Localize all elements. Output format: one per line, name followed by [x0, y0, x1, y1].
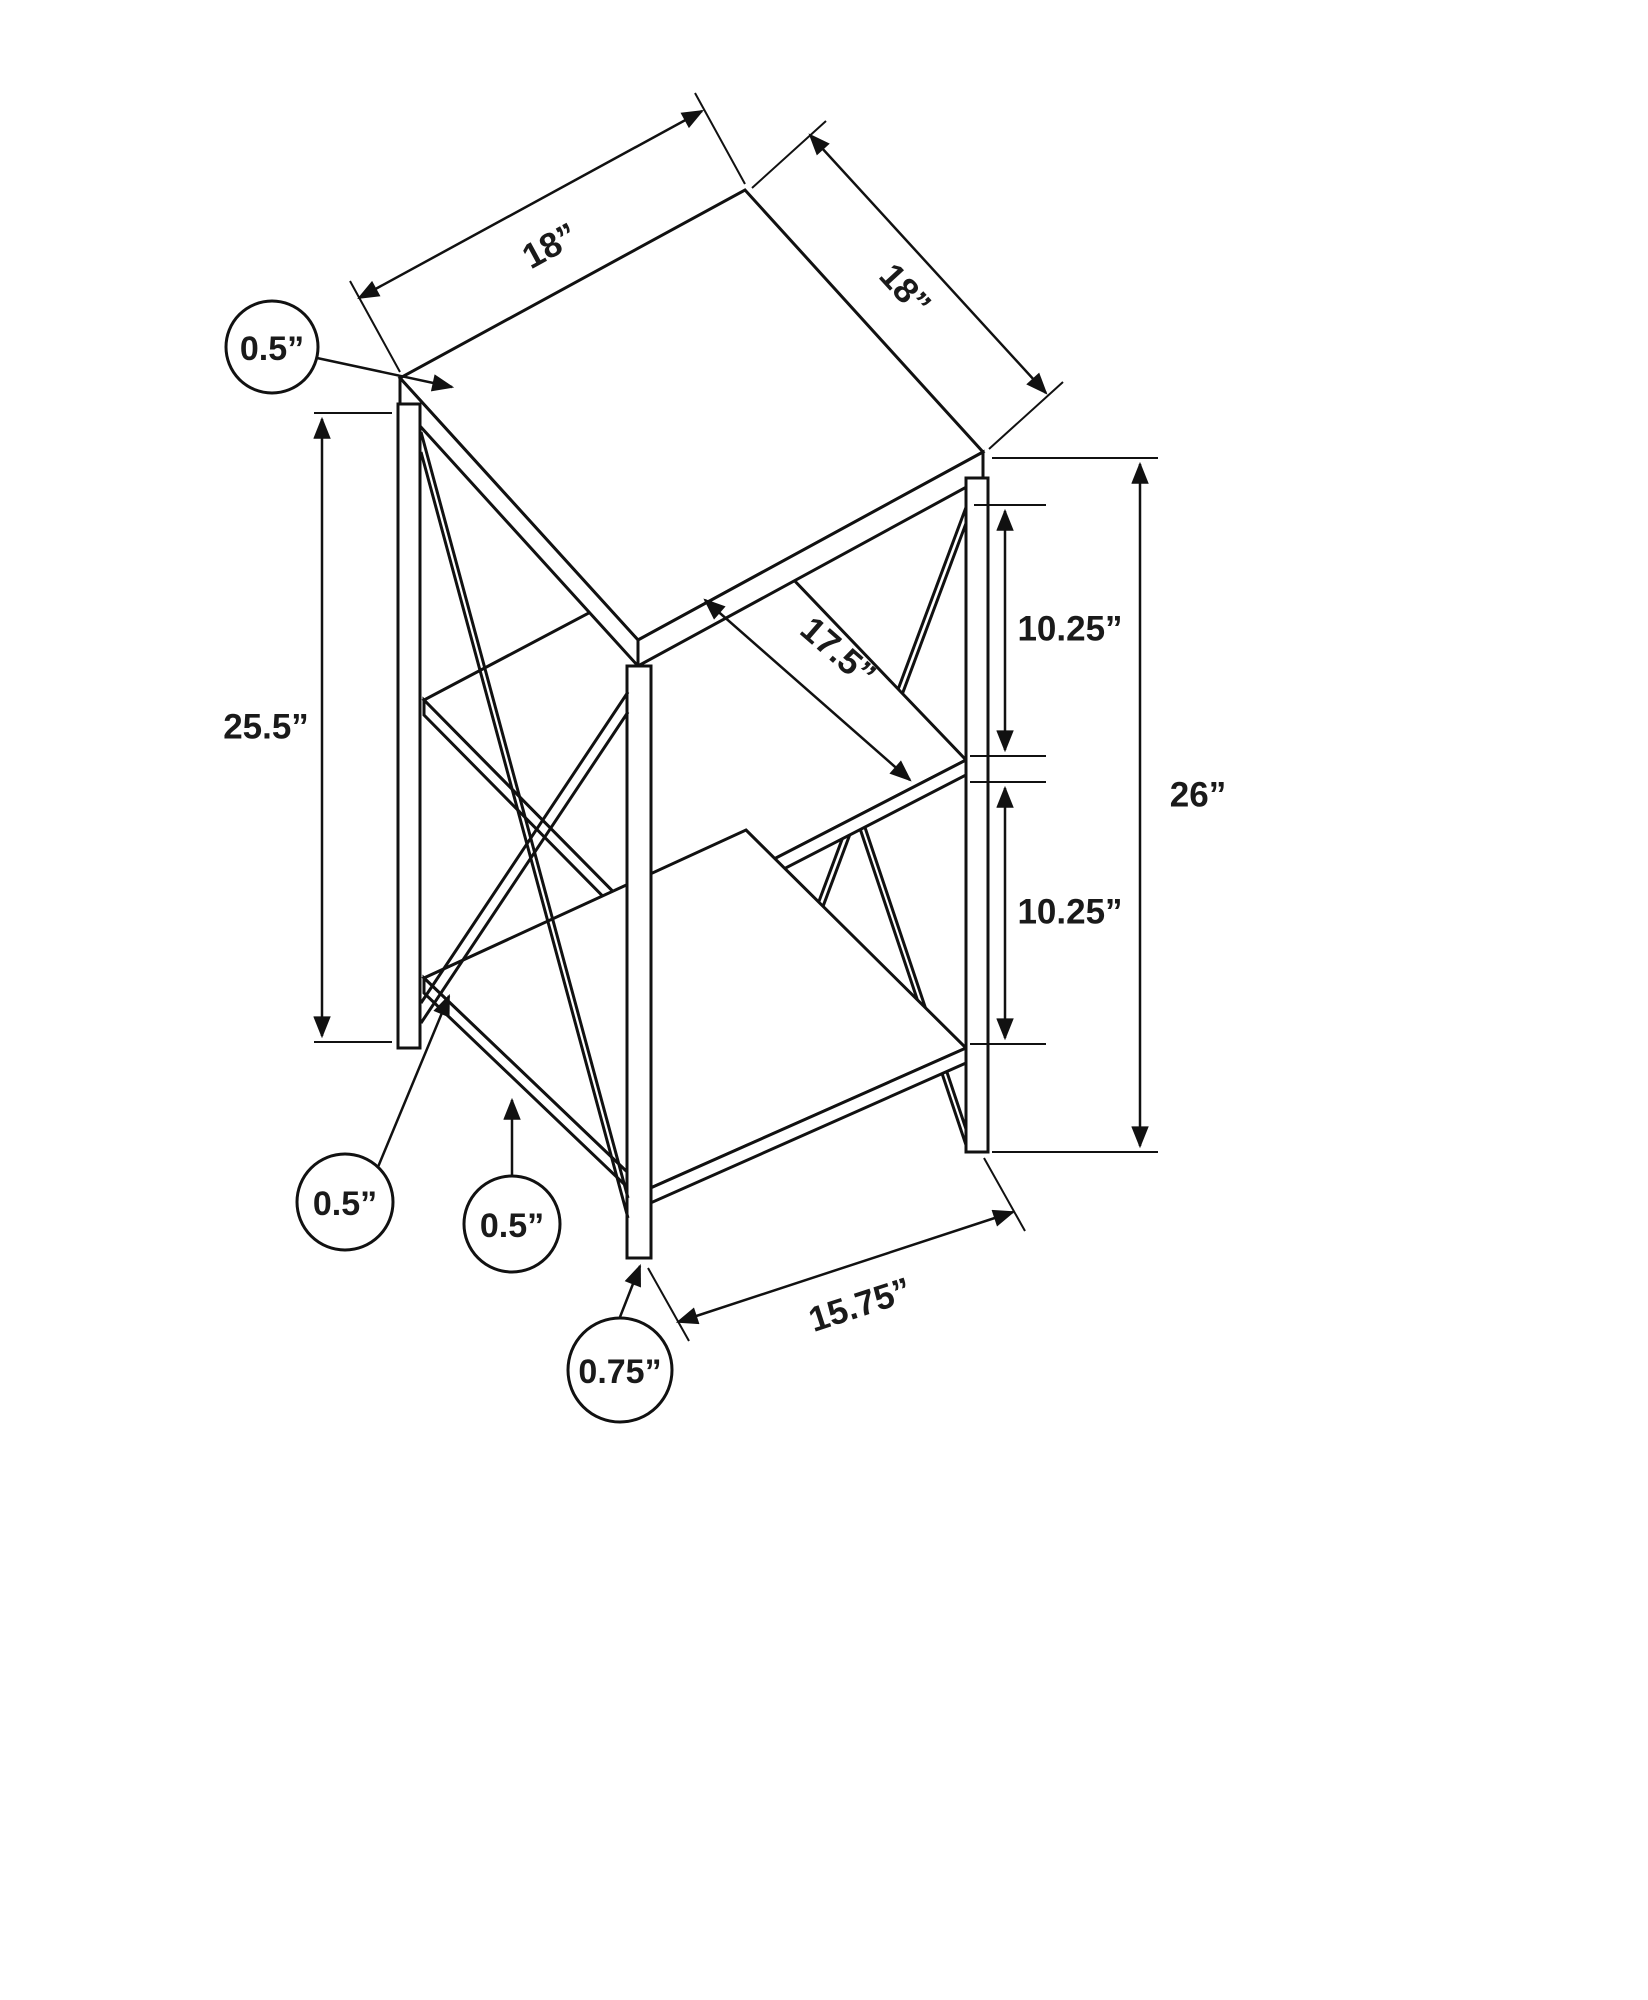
dim-left-height-label: 25.5” [223, 708, 309, 747]
callout-leg-width-label: 0.75” [578, 1353, 661, 1391]
callout-leg-width: 0.75” [566, 1263, 674, 1424]
right-leg [964, 476, 990, 1154]
callout-circle [224, 299, 320, 395]
callout-top-thickness-label: 0.5” [240, 330, 304, 368]
front-leg [625, 664, 653, 1260]
dim-bottom-depth-label: 15.75” [804, 1270, 916, 1340]
dim-overall-height: 26” [992, 457, 1226, 1153]
callout-top-thickness: 0.5” [224, 299, 455, 395]
dim-upper-gap-label: 10.25” [1017, 610, 1122, 649]
callout-brace-thickness: 0.5” [295, 993, 451, 1252]
callout-circle [566, 1316, 674, 1424]
dim-lower-gap-label: 10.25” [1017, 893, 1122, 932]
callout-shelf-thickness: 0.5” [462, 1097, 562, 1274]
dim-overall-height-label: 26” [1170, 776, 1226, 815]
left-leg [396, 402, 422, 1050]
callout-shelf-thickness-label: 0.5” [480, 1207, 544, 1245]
callout-circle [462, 1174, 562, 1274]
left-x-brace [419, 431, 630, 1219]
lower-shelf [421, 828, 969, 1209]
dim-left-height: 25.5” [223, 412, 392, 1043]
callout-brace-thickness-label: 0.5” [313, 1185, 377, 1223]
callout-circle [295, 1152, 395, 1252]
table-structure [396, 188, 990, 1260]
dim-top-width-label: 18” [516, 215, 584, 276]
dim-lower-gap: 10.25” [970, 781, 1123, 1045]
dim-upper-gap: 10.25” [970, 504, 1123, 757]
dim-bottom-depth: 15.75” [647, 1157, 1026, 1342]
